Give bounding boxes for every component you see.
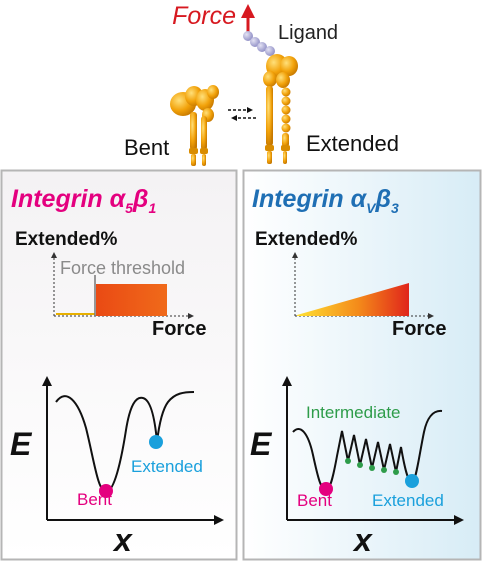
left-chart-x-arrow-icon [188,313,194,319]
right-chart-ylabel: Extended% [255,229,358,250]
left-panel-title: Integrin α5β1 [11,185,156,216]
right-title-sub1: V [366,200,377,216]
right-chart-y-arrow-icon [292,252,298,258]
left-energy-ylabel: E [10,426,33,462]
left-energy-curve [55,391,195,494]
bent-label: Bent [124,135,169,160]
left-title-sub2: 1 [148,200,156,216]
right-bent-state-label: Bent [297,491,332,510]
right-bent-state-dot [319,482,333,496]
ligand-chain-icon [243,31,275,56]
left-extended-state-dot [149,435,163,449]
left-bent-state-dot [99,484,113,498]
left-extended-state-label: Extended [131,457,203,476]
extended-label: Extended [306,131,399,156]
right-panel: Integrin αVβ3 Extended% Force E x Interm… [242,169,482,561]
top-illustration: Force Ligand Bent [124,2,399,166]
right-title-mid: β [374,185,391,213]
threshold-label: Force threshold [60,258,185,278]
left-title-mid: β [132,185,149,213]
equilibrium-arrows-icon [228,107,256,121]
right-extended-state-dot [405,474,419,488]
left-energy-xlabel: x [112,522,133,558]
intermediate-label: Intermediate [306,403,401,422]
intermediate-dot [369,465,375,471]
right-title-main: Integrin α [252,185,368,213]
intermediate-dot [393,469,399,475]
left-chart-ylabel: Extended% [15,229,118,250]
right-chart-x-arrow-icon [428,313,434,319]
ligand-label: Ligand [278,22,338,44]
right-energy-ylabel: E [250,426,273,462]
left-panel: Integrin α5β1 Extended% Force threshold … [0,169,238,561]
left-panel-frame [0,169,238,561]
intermediate-dot [381,467,387,473]
extended-step-bar [96,284,167,316]
left-bent-state-label: Bent [77,490,112,509]
bent-integrin-icon [170,85,219,166]
left-title-main: Integrin α [11,185,127,213]
extended-ramp-area [297,283,409,316]
left-chart-xlabel: Force [152,318,206,340]
right-chart-xlabel: Force [392,318,446,340]
left-chart-y-arrow-icon [51,252,57,258]
intermediate-dot [357,462,363,468]
force-label: Force [172,2,236,30]
right-panel-frame [242,169,482,561]
right-energy-xlabel: x [352,522,373,558]
intermediate-states [345,458,399,475]
right-extended-state-label: Extended [372,491,444,510]
intermediate-dot [345,458,351,464]
right-panel-title: Integrin αVβ3 [252,185,399,216]
right-title-sub2: 3 [391,200,399,216]
right-energy-curve [292,409,443,492]
left-title-sub1: 5 [125,200,133,216]
force-arrow-icon [241,4,255,34]
extended-integrin-icon [263,54,298,164]
